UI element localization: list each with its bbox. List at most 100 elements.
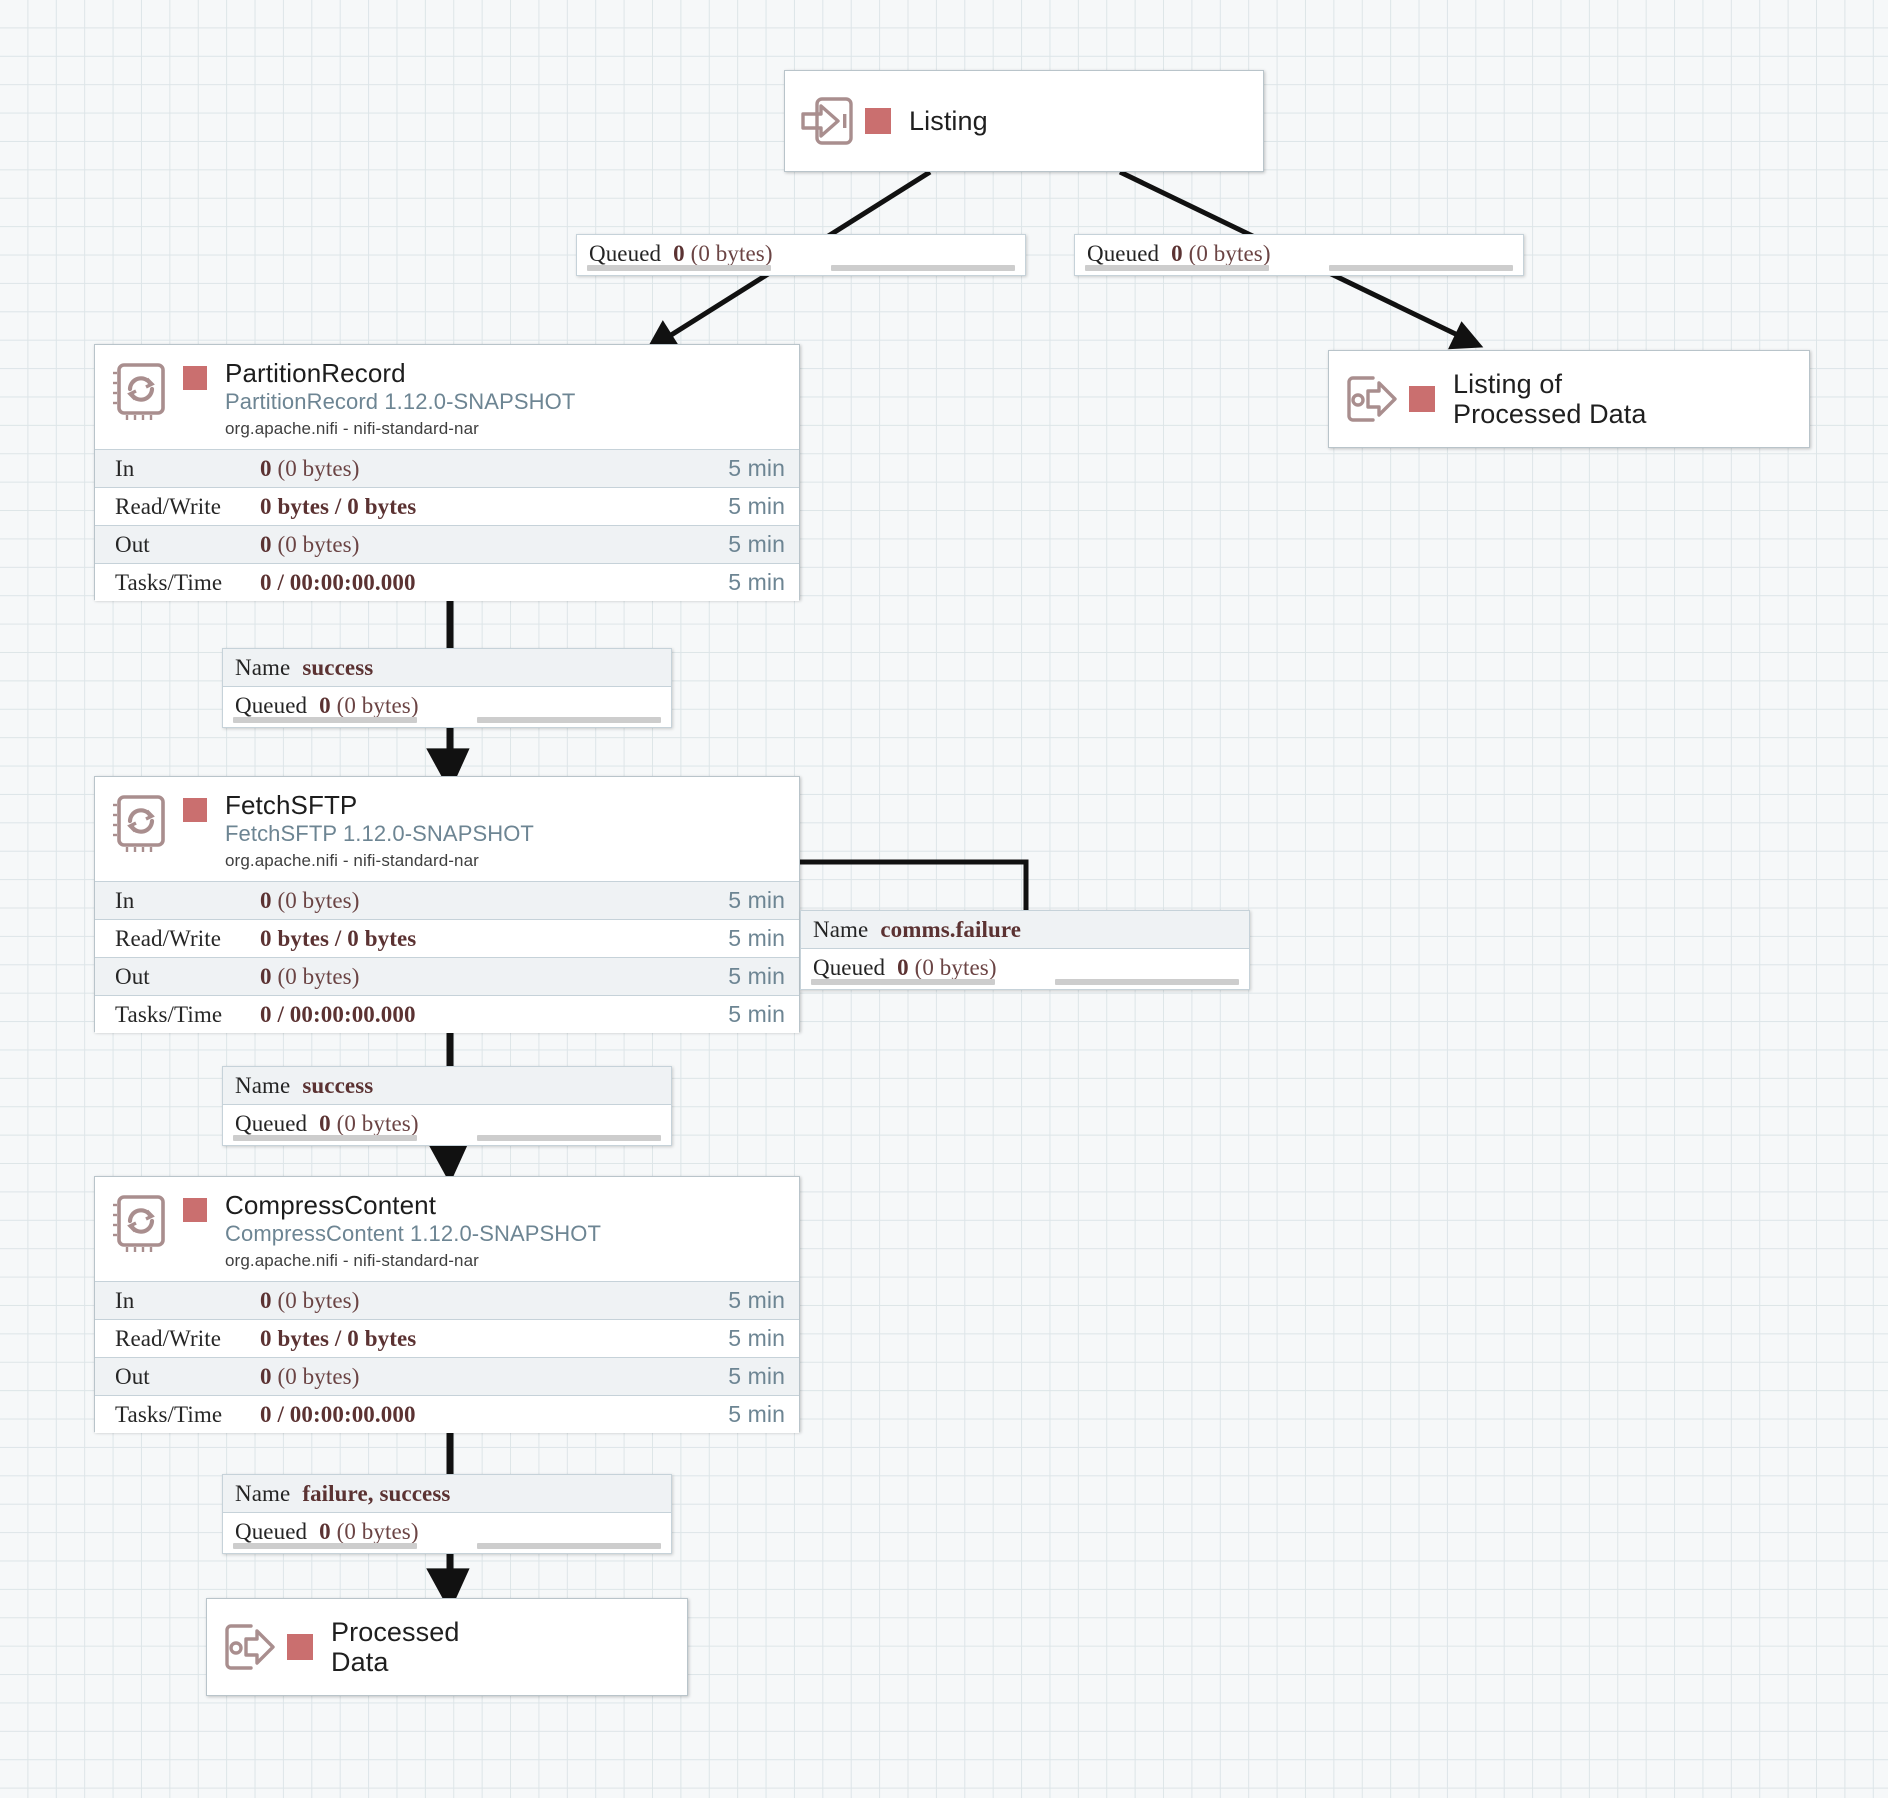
stat-label: Read/Write bbox=[115, 925, 222, 951]
stat-label: Out bbox=[115, 531, 150, 557]
queued-count-bar bbox=[233, 1543, 418, 1549]
stat-time: 5 min bbox=[728, 1363, 785, 1390]
stat-label: Tasks/Time bbox=[115, 1001, 223, 1027]
processor-name: FetchSFTP bbox=[225, 790, 358, 820]
processor-type: CompressContent 1.12.0-SNAPSHOT bbox=[225, 1221, 602, 1247]
node-input-port-listing[interactable]: Listing bbox=[784, 70, 1264, 172]
processor-type: FetchSFTP 1.12.0-SNAPSHOT bbox=[225, 821, 534, 847]
name-value: success bbox=[302, 654, 374, 680]
name-value: success bbox=[302, 1072, 374, 1098]
queued-label: Queued bbox=[813, 955, 886, 980]
port-label: Processed Data bbox=[331, 1616, 460, 1678]
connection-label-compresscontent-to-processed-data[interactable]: Name failure, success Queued 0 (0 bytes) bbox=[222, 1474, 672, 1554]
stat-value: 0 (0 bytes) bbox=[260, 531, 360, 557]
queued-size-bar bbox=[830, 265, 1015, 271]
queued-size-bar bbox=[1054, 979, 1239, 985]
connection-name-row: Name success bbox=[223, 649, 671, 687]
stat-row: In 0 (0 bytes) 5 min bbox=[95, 1281, 799, 1320]
stat-row: Out 0 (0 bytes) 5 min bbox=[95, 1357, 799, 1396]
node-output-port-listing-of-processed-data[interactable]: Listing of Processed Data bbox=[1328, 350, 1810, 448]
connection-label-listing-to-partitionrecord[interactable]: Queued 0 (0 bytes) bbox=[576, 234, 1026, 276]
status-chip bbox=[183, 798, 207, 822]
stat-label: Out bbox=[115, 963, 150, 989]
processor-stats: In 0 (0 bytes) 5 min Read/Write 0 bytes … bbox=[95, 1281, 799, 1434]
stat-label: Out bbox=[115, 1363, 150, 1389]
queued-count-bar bbox=[811, 979, 996, 985]
connection-label-listing-to-listing-of-processed-data[interactable]: Queued 0 (0 bytes) bbox=[1074, 234, 1524, 276]
processor-bundle: org.apache.nifi - nifi-standard-nar bbox=[225, 850, 479, 870]
processor-stats: In 0 (0 bytes) 5 min Read/Write 0 bytes … bbox=[95, 449, 799, 602]
queued-label: Queued bbox=[235, 693, 308, 718]
processor-bundle: org.apache.nifi - nifi-standard-nar bbox=[225, 418, 479, 438]
stat-label: In bbox=[115, 1287, 135, 1313]
stat-value: 0 bytes / 0 bytes bbox=[260, 493, 417, 519]
connection-name-row: Name comms.failure bbox=[801, 911, 1249, 949]
queued-value: 0 (0 bytes) bbox=[319, 1519, 419, 1544]
port-label: Listing of Processed Data bbox=[1453, 368, 1647, 430]
stat-label: In bbox=[115, 455, 135, 481]
status-chip bbox=[865, 108, 891, 134]
node-processor-fetchsftp[interactable]: FetchSFTP FetchSFTP 1.12.0-SNAPSHOT org.… bbox=[94, 776, 800, 1034]
stat-time: 5 min bbox=[728, 569, 785, 596]
stat-time: 5 min bbox=[728, 455, 785, 482]
stat-row: In 0 (0 bytes) 5 min bbox=[95, 881, 799, 920]
stat-value: 0 (0 bytes) bbox=[260, 1363, 360, 1389]
stat-time: 5 min bbox=[728, 887, 785, 914]
stat-row: Out 0 (0 bytes) 5 min bbox=[95, 957, 799, 996]
queued-progress-bars bbox=[811, 979, 1239, 985]
node-processor-partitionrecord[interactable]: PartitionRecord PartitionRecord 1.12.0-S… bbox=[94, 344, 800, 602]
status-chip bbox=[287, 1634, 313, 1660]
connection-queued-row: Queued 0 (0 bytes) bbox=[1075, 235, 1523, 273]
stat-value: 0 bytes / 0 bytes bbox=[260, 1325, 417, 1351]
queued-count-bar bbox=[233, 717, 418, 723]
stat-time: 5 min bbox=[728, 1325, 785, 1352]
stat-row: Read/Write 0 bytes / 0 bytes 5 min bbox=[95, 919, 799, 958]
processor-bundle: org.apache.nifi - nifi-standard-nar bbox=[225, 1250, 479, 1270]
status-chip bbox=[1409, 386, 1435, 412]
stat-row: Out 0 (0 bytes) 5 min bbox=[95, 525, 799, 564]
stat-row: Tasks/Time 0 / 00:00:00.000 5 min bbox=[95, 995, 799, 1034]
stat-value: 0 (0 bytes) bbox=[260, 1287, 360, 1313]
stat-value: 0 (0 bytes) bbox=[260, 887, 360, 913]
processor-icon bbox=[111, 1191, 173, 1257]
stat-label: Tasks/Time bbox=[115, 569, 223, 595]
queued-count-bar bbox=[233, 1135, 418, 1141]
node-output-port-processed-data[interactable]: Processed Data bbox=[206, 1598, 688, 1696]
queued-label: Queued bbox=[1087, 241, 1160, 266]
queued-progress-bars bbox=[587, 265, 1015, 271]
queued-progress-bars bbox=[233, 717, 661, 723]
processor-icon bbox=[111, 791, 173, 857]
queued-size-bar bbox=[476, 717, 661, 723]
stat-row: In 0 (0 bytes) 5 min bbox=[95, 449, 799, 488]
connection-queued-row: Queued 0 (0 bytes) bbox=[223, 687, 671, 725]
stat-time: 5 min bbox=[728, 1001, 785, 1028]
connection-label-fetchsftp-comms-failure[interactable]: Name comms.failure Queued 0 (0 bytes) bbox=[800, 910, 1250, 990]
stat-time: 5 min bbox=[728, 531, 785, 558]
stat-value: 0 (0 bytes) bbox=[260, 963, 360, 989]
processor-header: PartitionRecord PartitionRecord 1.12.0-S… bbox=[95, 345, 799, 450]
queued-value: 0 (0 bytes) bbox=[897, 955, 997, 980]
stat-row: Tasks/Time 0 / 00:00:00.000 5 min bbox=[95, 563, 799, 602]
stat-row: Read/Write 0 bytes / 0 bytes 5 min bbox=[95, 1319, 799, 1358]
stat-time: 5 min bbox=[728, 963, 785, 990]
queued-value: 0 (0 bytes) bbox=[319, 693, 419, 718]
status-chip bbox=[183, 1198, 207, 1222]
node-processor-compresscontent[interactable]: CompressContent CompressContent 1.12.0-S… bbox=[94, 1176, 800, 1434]
processor-icon bbox=[111, 359, 173, 425]
stat-label: In bbox=[115, 887, 135, 913]
connection-queued-row: Queued 0 (0 bytes) bbox=[223, 1513, 671, 1551]
stat-value: 0 / 00:00:00.000 bbox=[260, 569, 416, 595]
port-label: Listing bbox=[909, 105, 988, 136]
stat-value: 0 / 00:00:00.000 bbox=[260, 1401, 416, 1427]
connection-label-fetchsftp-to-compresscontent[interactable]: Name success Queued 0 (0 bytes) bbox=[222, 1066, 672, 1146]
output-port-icon bbox=[221, 1621, 277, 1673]
stat-row: Tasks/Time 0 / 00:00:00.000 5 min bbox=[95, 1395, 799, 1434]
connection-queued-row: Queued 0 (0 bytes) bbox=[801, 949, 1249, 987]
stat-value: 0 / 00:00:00.000 bbox=[260, 1001, 416, 1027]
name-value: comms.failure bbox=[880, 916, 1022, 942]
queued-value: 0 (0 bytes) bbox=[1171, 241, 1271, 266]
queued-label: Queued bbox=[235, 1111, 308, 1136]
connection-label-partitionrecord-to-fetchsftp[interactable]: Name success Queued 0 (0 bytes) bbox=[222, 648, 672, 728]
name-value: failure, success bbox=[302, 1480, 451, 1506]
